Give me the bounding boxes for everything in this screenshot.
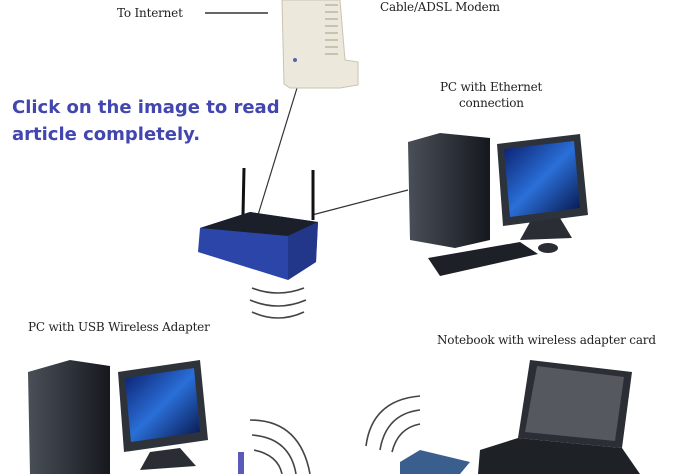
wireless-signal-icon — [249, 419, 311, 474]
notebook-icon — [400, 360, 640, 474]
promo-line-1: Click on the image to read — [12, 97, 280, 118]
modem-router-cable — [257, 87, 298, 216]
pc-ethernet-label-line2: connection — [459, 96, 524, 110]
modem-label: Cable/ADSL Modem — [380, 0, 500, 14]
wireless-router-icon — [198, 167, 318, 280]
wireless-signal-icon — [365, 395, 421, 453]
notebook-label: Notebook with wireless adapter card — [437, 333, 656, 347]
pc-ethernet-label-line1: PC with Ethernet — [440, 80, 543, 94]
modem-icon — [281, 0, 359, 89]
desktop-pc-usb-icon — [28, 360, 244, 474]
internet-label: To Internet — [117, 6, 183, 20]
pc-usb-label: PC with USB Wireless Adapter — [28, 320, 210, 334]
wireless-signal-icon — [249, 287, 307, 319]
read-article-link[interactable]: Click on the image to read article compl… — [12, 94, 280, 148]
desktop-pc-ethernet-icon — [408, 133, 588, 276]
promo-line-2: article completely. — [12, 124, 201, 145]
router-pc-cable — [311, 189, 409, 216]
